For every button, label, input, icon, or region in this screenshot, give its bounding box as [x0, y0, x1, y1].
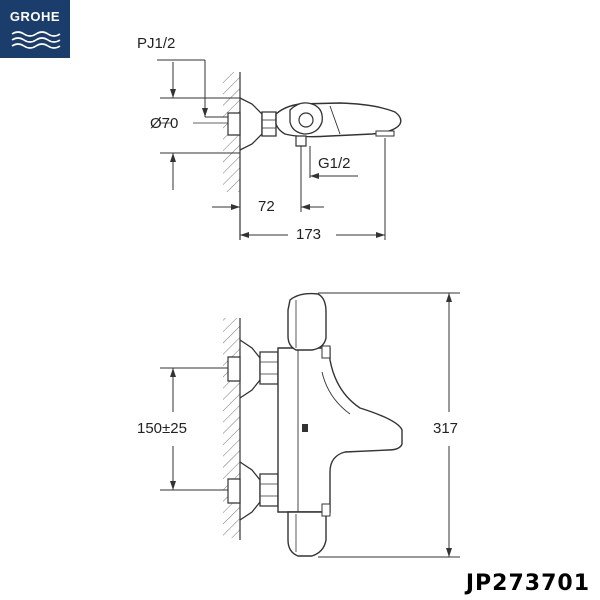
model-code: JP273701 [465, 571, 590, 596]
wall-hatch-front [223, 318, 240, 538]
pj-thread-label: PJ1/2 [137, 35, 176, 52]
offset-label: 72 [258, 198, 275, 215]
indicator-mark [302, 424, 308, 432]
length-label: 173 [296, 226, 322, 243]
wall-flange [240, 98, 262, 150]
handle-center [299, 113, 313, 127]
shower-outlet [296, 136, 306, 146]
connection-nut [262, 112, 276, 136]
top-handle [288, 294, 326, 350]
mixer-body-front [278, 348, 402, 512]
g-thread-label: G1/2 [318, 155, 351, 172]
diameter-label: Ø70 [150, 115, 179, 132]
height-label: 317 [433, 420, 459, 437]
spacing-label: 150±25 [137, 420, 187, 437]
lower-nut [260, 474, 278, 506]
logo-waves-icon [0, 0, 70, 58]
bottom-handle [288, 512, 326, 556]
wall-connector [228, 113, 240, 135]
side-view [157, 60, 401, 240]
brand-logo-text: GROHE [9, 9, 61, 24]
front-view [160, 293, 460, 557]
brand-logo: GROHE [0, 0, 70, 58]
upper-nut [260, 352, 278, 384]
